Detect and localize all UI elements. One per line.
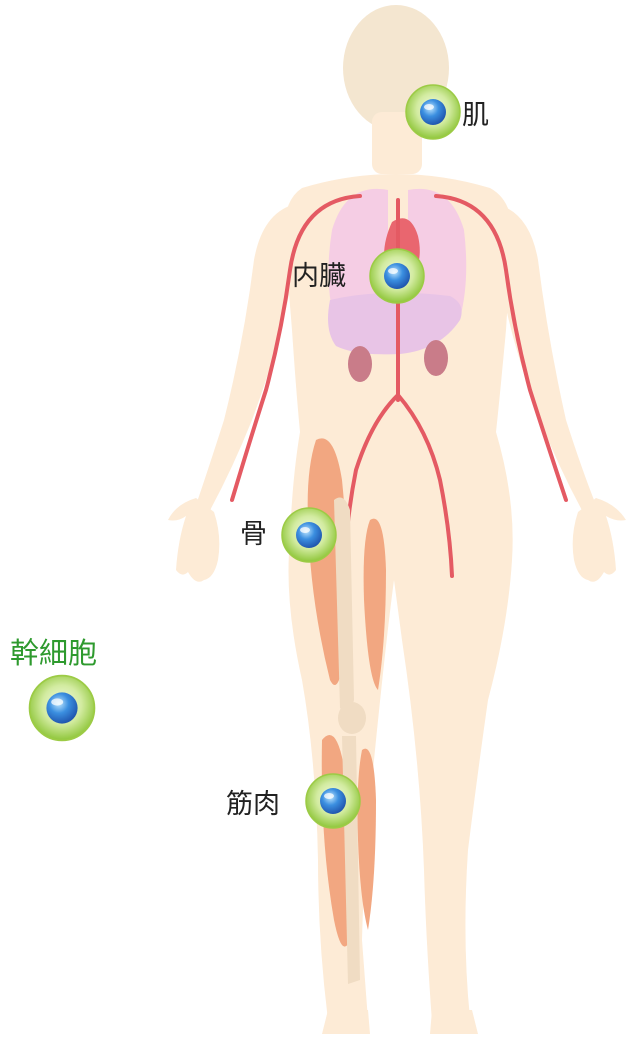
left-kidney	[348, 346, 372, 382]
stem-cell-icon	[370, 249, 424, 303]
right-kidney	[424, 340, 448, 376]
stem-cell-icon	[282, 508, 336, 562]
label-stem-cell: 幹細胞	[10, 638, 97, 668]
stem-cell-icon	[406, 85, 460, 139]
stem-cell-icon	[306, 774, 360, 828]
label-skin: 肌	[462, 101, 489, 131]
label-muscle: 筋肉	[226, 790, 280, 820]
body-silhouette	[168, 5, 626, 1034]
stem-cell-icon	[30, 676, 95, 741]
label-bone: 骨	[240, 520, 267, 550]
label-organs: 内臓	[292, 262, 346, 292]
